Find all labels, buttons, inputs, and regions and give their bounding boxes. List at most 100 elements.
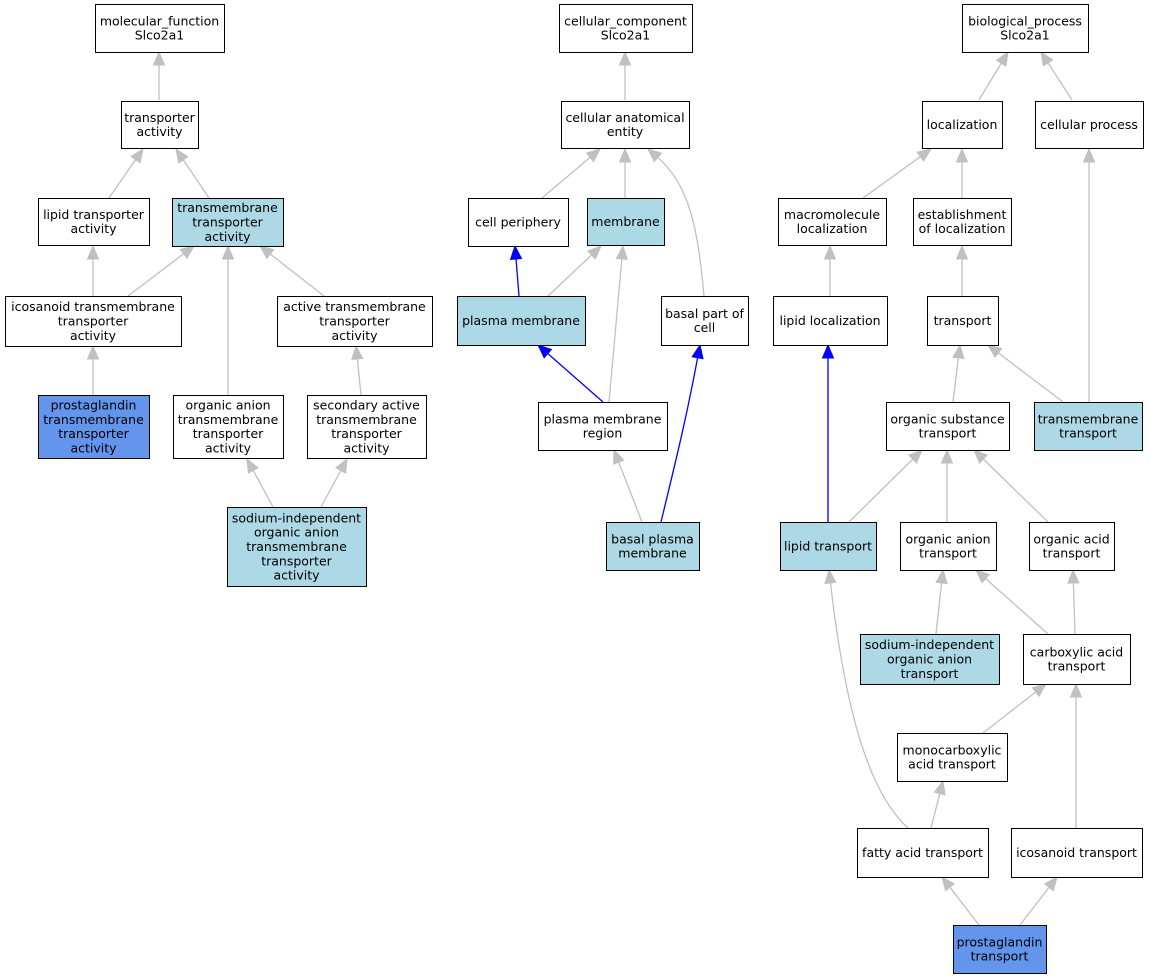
edge-sodium-independent-oa-tm-transporter-activity-to-secondary-active-tm-transporter-activity bbox=[320, 457, 348, 508]
edge-line bbox=[829, 581, 909, 829]
edge-basal-part-of-cell-to-cellular-anatomical-entity bbox=[647, 148, 705, 297]
node-label-line: membrane bbox=[618, 546, 687, 561]
node-label-line: monocarboxylic bbox=[903, 742, 1002, 757]
edge-line bbox=[608, 257, 623, 403]
edge-layer bbox=[86, 50, 1096, 926]
node-membrane[interactable]: membrane bbox=[587, 198, 665, 246]
edge-line bbox=[1019, 886, 1051, 926]
arrowhead-icon bbox=[335, 457, 348, 474]
node-lipid-transport[interactable]: lipid transport bbox=[780, 522, 877, 571]
arrowhead-icon bbox=[647, 148, 663, 163]
node-secondary-active-tm-transporter-activity[interactable]: secondary activetransmembranetransporter… bbox=[307, 395, 427, 459]
node-label-line: Slco2a1 bbox=[135, 28, 185, 43]
node-icosanoid-tm-transporter-activity[interactable]: icosanoid transmembranetransporteractivi… bbox=[5, 296, 182, 347]
arrowhead-icon bbox=[1082, 147, 1096, 163]
node-fatty-acid-transport[interactable]: fatty acid transport bbox=[857, 828, 989, 878]
edge-prostaglandin-tm-transporter-activity-to-icosanoid-tm-transporter-activity bbox=[86, 344, 100, 395]
node-label-line: active transmembrane bbox=[283, 299, 426, 314]
edge-macromolecule-localization-to-localization bbox=[862, 148, 933, 199]
arrowhead-icon bbox=[537, 344, 553, 359]
edge-transporter-activity-to-mf-root bbox=[152, 50, 166, 100]
node-cell-periphery[interactable]: cell periphery bbox=[468, 198, 569, 247]
node-label-line: activity bbox=[70, 328, 117, 343]
arrowhead-icon bbox=[351, 344, 364, 361]
arrowhead-icon bbox=[941, 875, 956, 892]
edge-organic-substance-transport-to-transport bbox=[952, 343, 965, 403]
arrowhead-icon bbox=[1040, 50, 1054, 67]
edge-transmembrane-transport-to-cellular-process bbox=[1082, 147, 1096, 402]
node-label-line: transporter bbox=[192, 215, 263, 230]
node-icosanoid-transport[interactable]: icosanoid transport bbox=[1011, 828, 1143, 878]
node-label-line: activity bbox=[331, 328, 378, 343]
node-label-line: plasma membrane bbox=[462, 313, 580, 328]
edge-fatty-acid-transport-to-monocarboxylic-acid-transport bbox=[930, 779, 946, 829]
node-label-line: of localization bbox=[919, 221, 1006, 236]
node-box bbox=[1034, 402, 1143, 451]
node-organic-anion-tm-transporter-activity[interactable]: organic aniontransmembranetransporteract… bbox=[173, 395, 284, 459]
arrowhead-icon bbox=[152, 50, 166, 66]
node-lipid-localization[interactable]: lipid localization bbox=[773, 296, 888, 346]
node-prostaglandin-tm-transporter-activity[interactable]: prostaglandintransmembranetransporteract… bbox=[38, 395, 150, 459]
node-label-line: activity bbox=[70, 440, 117, 455]
arrowhead-icon bbox=[246, 457, 259, 474]
arrowhead-icon bbox=[823, 244, 837, 260]
edge-lipid-transporter-activity-to-transporter-activity bbox=[108, 147, 144, 199]
edge-line bbox=[182, 158, 210, 199]
node-box bbox=[1011, 828, 1143, 878]
node-localization[interactable]: localization bbox=[922, 101, 1003, 149]
node-label-line: transmembrane bbox=[177, 200, 278, 215]
node-transport[interactable]: transport bbox=[927, 296, 999, 346]
edge-line bbox=[546, 352, 604, 403]
node-label-line: activity bbox=[343, 440, 390, 455]
node-label-line: transmembrane bbox=[316, 412, 417, 427]
node-cellular-process[interactable]: cellular process bbox=[1035, 101, 1144, 149]
node-box bbox=[913, 198, 1012, 246]
node-plasma-membrane[interactable]: plasma membrane bbox=[457, 296, 586, 346]
edge-lipid-transport-to-lipid-localization bbox=[821, 343, 835, 522]
edge-icosanoid-transport-to-carboxylic-acid-transport bbox=[1069, 682, 1083, 828]
edge-line bbox=[978, 61, 1003, 101]
node-box bbox=[1035, 101, 1144, 149]
edge-line bbox=[982, 457, 1049, 523]
node-label-line: lipid localization bbox=[779, 313, 880, 328]
node-label-line: transmembrane bbox=[43, 412, 144, 427]
node-label-line: transport bbox=[919, 426, 977, 441]
arrowhead-icon bbox=[585, 148, 601, 163]
arrowhead-icon bbox=[130, 147, 144, 164]
edge-transmembrane-transport-to-transport bbox=[986, 344, 1064, 403]
edge-sodium-independent-oa-tm-transporter-activity-to-organic-anion-tm-transporter-activity bbox=[246, 457, 274, 508]
node-box bbox=[773, 296, 888, 346]
node-label-line: establishment bbox=[918, 207, 1007, 222]
node-box bbox=[962, 4, 1089, 53]
node-label-line: Slco2a1 bbox=[1000, 28, 1050, 43]
arrowhead-icon bbox=[955, 244, 969, 260]
edge-line bbox=[252, 469, 274, 508]
node-label-line: transporter bbox=[58, 426, 129, 441]
node-label-line: lipid transporter bbox=[43, 207, 145, 222]
node-box bbox=[953, 925, 1047, 974]
node-label-line: cellular anatomical bbox=[565, 110, 684, 125]
